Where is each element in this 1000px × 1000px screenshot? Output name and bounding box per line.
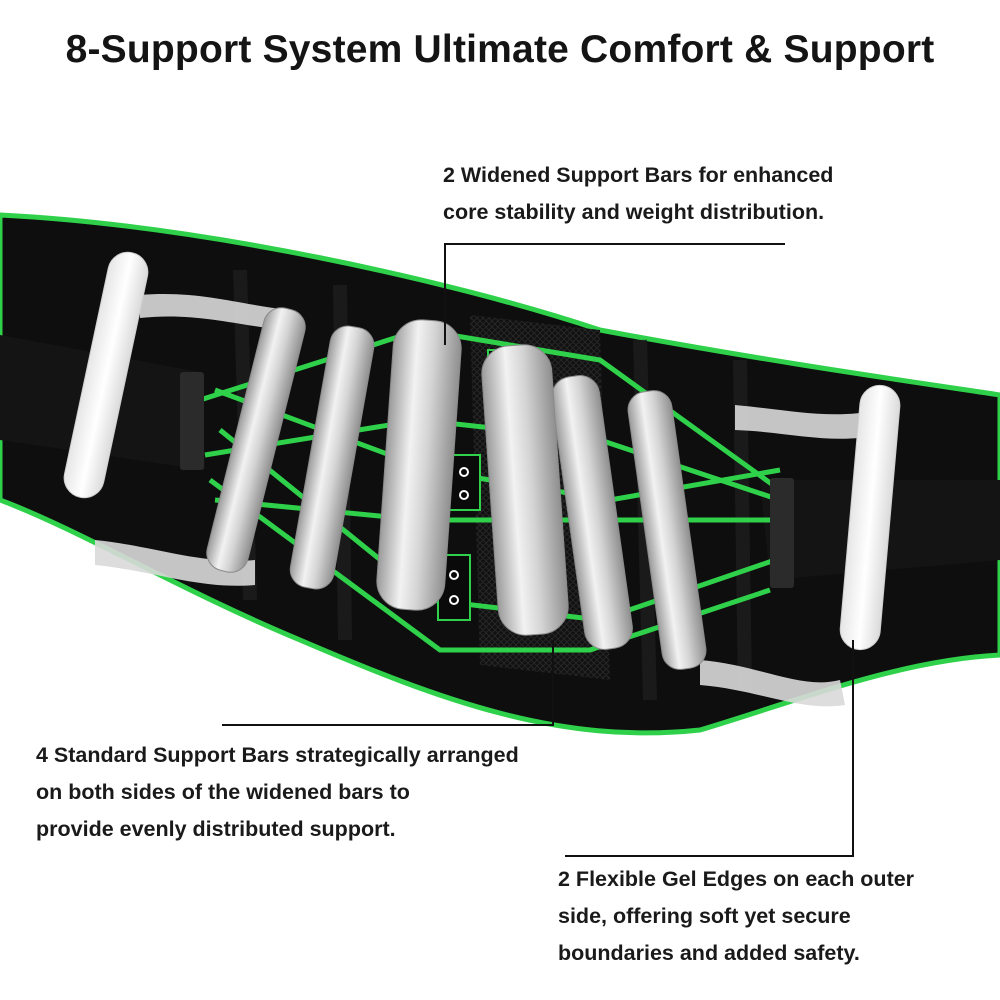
callout-line: core stability and weight distribution. [443,200,825,224]
callout-gel-edges: 2 Flexible Gel Edges on each outer side,… [558,861,914,972]
callout-line: 2 Widened Support Bars for enhanced [443,163,834,187]
callout-line: provide evenly distributed support. [36,817,396,841]
standard-support-bars [206,307,707,670]
page-title: 8-Support System Ultimate Comfort & Supp… [65,28,935,71]
callout-line: 4 Standard Support Bars strategically ar… [36,743,519,767]
gel-edges [63,251,901,651]
callout-line: boundaries and added safety. [558,941,860,965]
callout-standard-support-bars: 4 Standard Support Bars strategically ar… [36,737,519,848]
callout-widened-support-bars: 2 Widened Support Bars for enhanced core… [443,157,833,231]
callout-line: side, offering soft yet secure [558,904,851,928]
callout-line: on both sides of the widened bars to [36,780,410,804]
callout-leader-lines [222,243,854,857]
widened-support-bars [376,319,569,636]
callout-line: 2 Flexible Gel Edges on each outer [558,867,915,891]
